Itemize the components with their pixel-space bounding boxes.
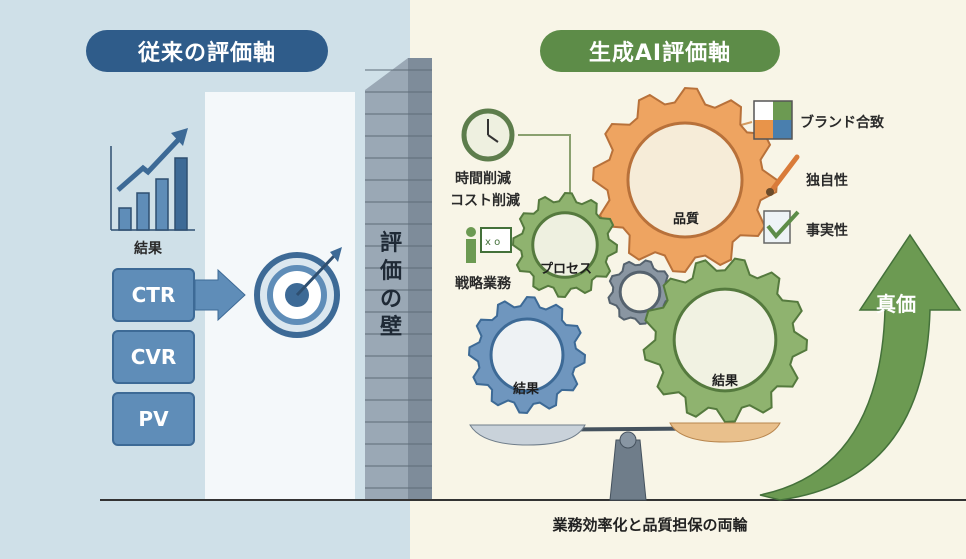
result-gear-right — [642, 257, 809, 424]
quality-gear-label: 品質 — [673, 212, 700, 227]
quality-gear — [591, 86, 779, 274]
svg-text:x o: x o — [485, 237, 500, 248]
strategy-presenter-icon: x o — [466, 227, 512, 263]
brand-fit-label: ブランド合致 — [800, 115, 884, 131]
puzzle-icon — [753, 100, 793, 140]
strategy-work-label: 戦略業務 — [455, 276, 511, 292]
connector-gear — [607, 259, 674, 326]
connector-lines — [518, 134, 571, 200]
result-gear-left-label: 結果 — [513, 382, 540, 397]
paintbrush-icon — [766, 154, 800, 196]
originality-label: 独自性 — [806, 173, 848, 189]
metric-cvr: CVR — [112, 330, 195, 384]
target-icon — [254, 247, 342, 338]
wall-label: 評価の壁 — [379, 231, 402, 340]
growth-arrow — [759, 233, 962, 501]
result-gear-right-label: 結果 — [712, 374, 739, 389]
metric-ctr: CTR — [112, 268, 195, 322]
cost-reduction-label: コスト削減 — [450, 193, 520, 209]
process-gear-label: プロセス — [540, 262, 593, 277]
genai-axis-title: 生成AI評価軸 — [540, 30, 780, 72]
right-arrow-icon — [194, 268, 246, 322]
true-value-label: 真価 — [876, 292, 916, 316]
result-gear-left — [467, 295, 587, 415]
bottom-caption: 業務効率化と品質担保の両輪 — [552, 516, 748, 534]
traditional-axis-title: 従来の評価軸 — [86, 30, 328, 72]
factuality-label: 事実性 — [806, 223, 848, 239]
process-gear — [511, 191, 619, 299]
clock-icon — [461, 108, 515, 162]
metric-pv: PV — [112, 392, 195, 446]
bar-chart-icon — [110, 128, 195, 231]
time-reduction-label: 時間削減 — [455, 171, 511, 187]
balance-scale — [469, 422, 781, 501]
result-label: 結果 — [134, 241, 162, 257]
wall — [365, 58, 432, 500]
checklist-icon — [763, 210, 800, 244]
